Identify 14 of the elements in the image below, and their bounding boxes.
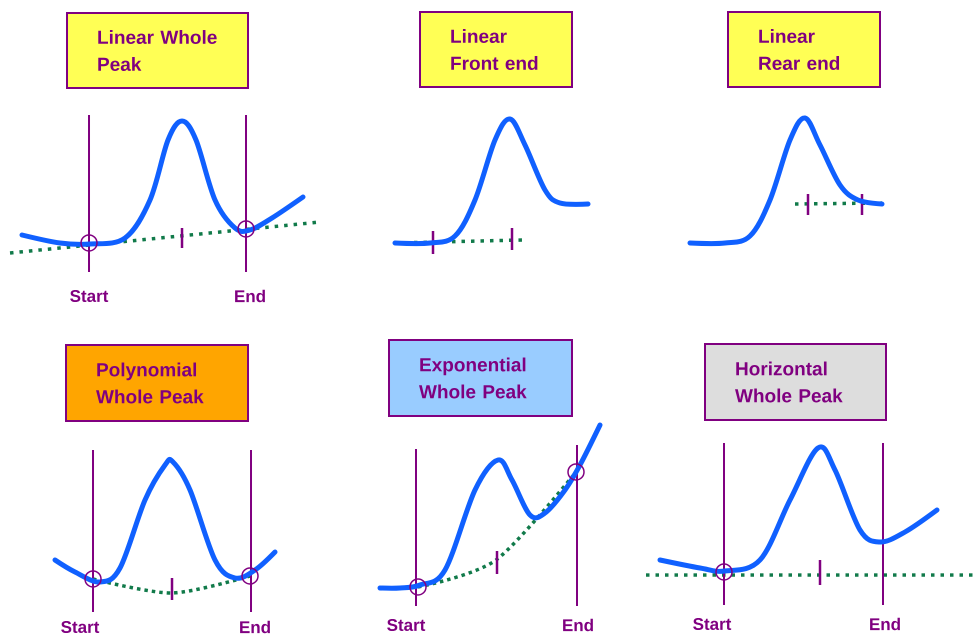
axis-label: Start (387, 618, 426, 632)
title-box: Linear Whole Peak (66, 12, 249, 89)
axis-label: Start (693, 618, 732, 630)
axis-label: End (870, 618, 900, 630)
title-box: Linear Rear end (727, 11, 881, 88)
title-box: Polynomial Whole Peak (65, 344, 249, 422)
title-box: Exponential Whole Peak (388, 339, 573, 417)
axis-label: End (240, 620, 270, 634)
title-box: Linear Front end (419, 11, 573, 88)
axis-label: Start (61, 620, 100, 634)
title-box: Horizontal Whole Peak (704, 343, 887, 421)
axis-label: Start (70, 290, 108, 302)
axis-label: End (563, 618, 593, 632)
axis-label: End (235, 290, 265, 302)
